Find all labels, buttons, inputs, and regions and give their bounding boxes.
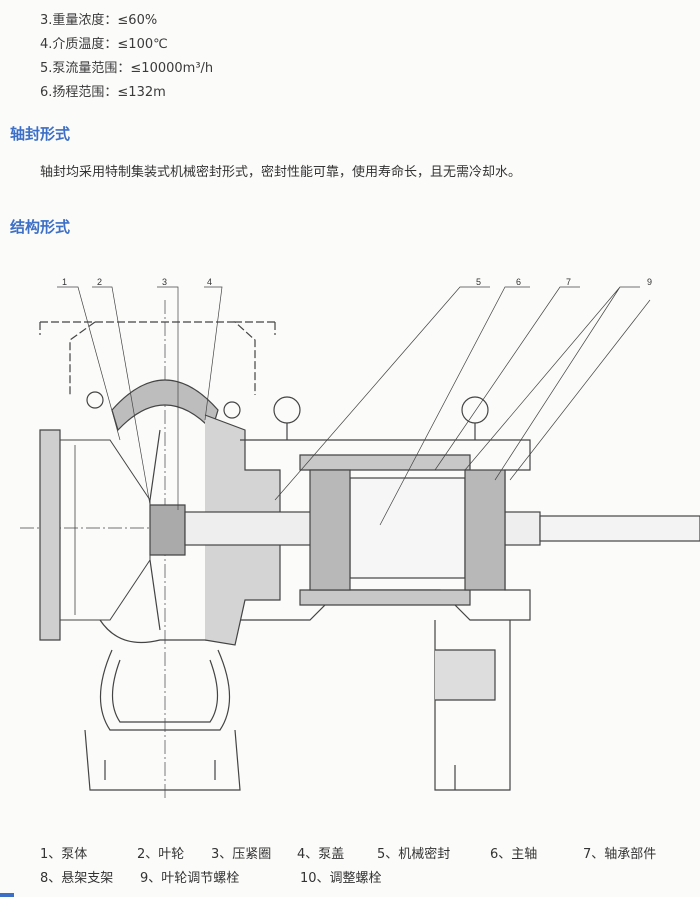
main-shaft — [184, 477, 700, 579]
callout-3: 3 — [162, 277, 167, 287]
callout-6: 6 — [516, 277, 521, 287]
callout-5: 5 — [476, 277, 481, 287]
callout-9: 9 — [647, 277, 652, 287]
pump-cross-section-drawing: 1 2 3 4 5 6 7 9 — [20, 277, 700, 800]
spec-medium-temperature: 4.介质温度：≤100℃ — [40, 37, 168, 52]
legend-item: 5、机械密封 — [377, 847, 451, 862]
callout-1: 1 — [62, 277, 67, 287]
legend-item: 1、泵体 — [40, 847, 88, 862]
impeller — [149, 504, 186, 556]
spec-flow-range: 5.泵流量范围：≤10000m³/h — [40, 61, 214, 76]
seal-description: 轴封均采用特制集装式机械密封形式，密封性能可靠，使用寿命长，且无需冷却水。 — [40, 165, 522, 180]
legend-item: 8、悬架支架 — [40, 871, 114, 886]
pump-casing — [39, 379, 231, 731]
seal-heading: 轴封形式 — [10, 125, 71, 143]
spec-weight-concentration: 3.重量浓度：≤60% — [40, 13, 158, 28]
bearing-housing — [240, 439, 531, 621]
structure-heading: 结构形式 — [10, 218, 71, 236]
legend-item: 4、泵盖 — [297, 847, 345, 862]
legend-item: 10、调整螺栓 — [300, 871, 382, 886]
legend-item: 6、主轴 — [490, 847, 538, 862]
callout-4: 4 — [207, 277, 212, 287]
spec-head-range: 6.扬程范围：≤132m — [40, 85, 166, 100]
legend-item: 2、叶轮 — [137, 847, 185, 862]
bracket-support — [84, 620, 511, 791]
page-edge-mark — [0, 893, 14, 897]
legend-item: 7、轴承部件 — [583, 847, 657, 862]
callout-2: 2 — [97, 277, 102, 287]
legend-item: 9、叶轮调节螺栓 — [140, 871, 240, 886]
callout-7: 7 — [566, 277, 571, 287]
legend-item: 3、压紧圈 — [211, 847, 272, 862]
